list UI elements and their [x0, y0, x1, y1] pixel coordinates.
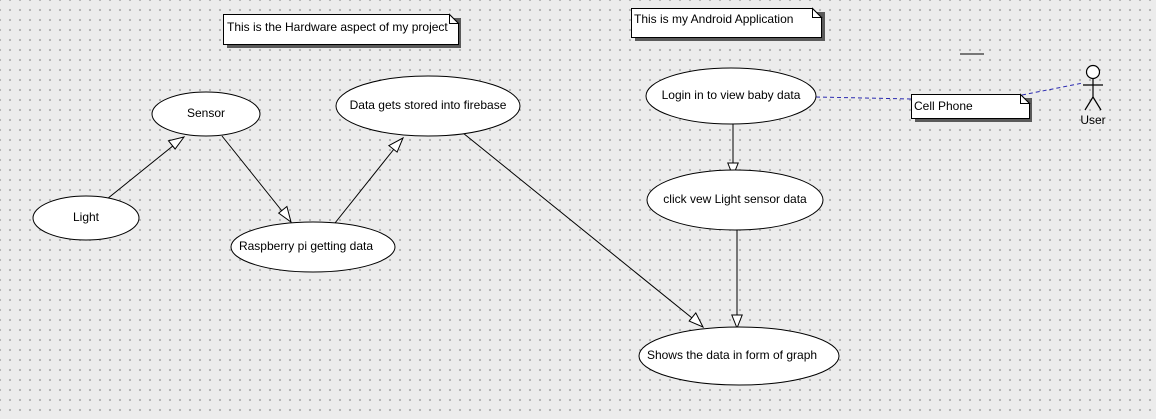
- note-hardware[interactable]: This is the Hardware aspect of my projec…: [223, 13, 462, 49]
- usecase-light-label: Light: [73, 210, 100, 224]
- usecase-firebase-label: Data gets stored into firebase: [350, 98, 507, 112]
- actor-left-leg: [1084, 96, 1094, 111]
- note-cell-phone[interactable]: Cell Phone: [911, 93, 1033, 123]
- usecase-raspberry-pi-label: Raspberry pi getting data: [239, 239, 373, 253]
- actor-user[interactable]: User: [1080, 64, 1106, 128]
- usecase-view-light-data-label: click vew Light sensor data: [663, 192, 807, 206]
- edge-view-light-to-graph[interactable]: [731, 230, 743, 330]
- usecase-login-label: Login in to view baby data: [662, 88, 801, 102]
- actor-user-label: User: [1080, 113, 1105, 127]
- usecase-graph-label: Shows the data in form of graph: [647, 348, 817, 362]
- note-android-text: This is my Android Application: [634, 12, 793, 26]
- edge-raspberry-to-firebase[interactable]: [334, 136, 405, 224]
- actor-right-leg: [1092, 96, 1102, 111]
- edge-firebase-to-graph[interactable]: [462, 132, 705, 329]
- usecase-light[interactable]: Light: [32, 195, 140, 241]
- note-cell-phone-text: Cell Phone: [914, 99, 973, 113]
- usecase-graph[interactable]: Shows the data in form of graph: [638, 326, 840, 386]
- edge-light-to-sensor[interactable]: [106, 136, 186, 200]
- edges: [106, 82, 1084, 330]
- usecase-sensor[interactable]: Sensor: [151, 91, 261, 137]
- link-login-to-cell-phone-note[interactable]: [815, 96, 913, 100]
- actor-head: [1085, 64, 1101, 80]
- edge-login-to-view-light[interactable]: [727, 124, 739, 178]
- usecase-raspberry-pi[interactable]: Raspberry pi getting data: [230, 221, 396, 273]
- usecase-login[interactable]: Login in to view baby data: [645, 67, 817, 125]
- usecase-view-light-data[interactable]: click vew Light sensor data: [646, 169, 824, 231]
- link-cell-phone-note-to-user[interactable]: [1021, 82, 1084, 96]
- edge-sensor-to-raspberry[interactable]: [221, 135, 292, 224]
- usecase-sensor-label: Sensor: [187, 106, 225, 120]
- note-android[interactable]: This is my Android Application: [631, 7, 826, 42]
- usecase-firebase[interactable]: Data gets stored into firebase: [335, 75, 521, 137]
- note-hardware-text: This is the Hardware aspect of my projec…: [227, 20, 448, 34]
